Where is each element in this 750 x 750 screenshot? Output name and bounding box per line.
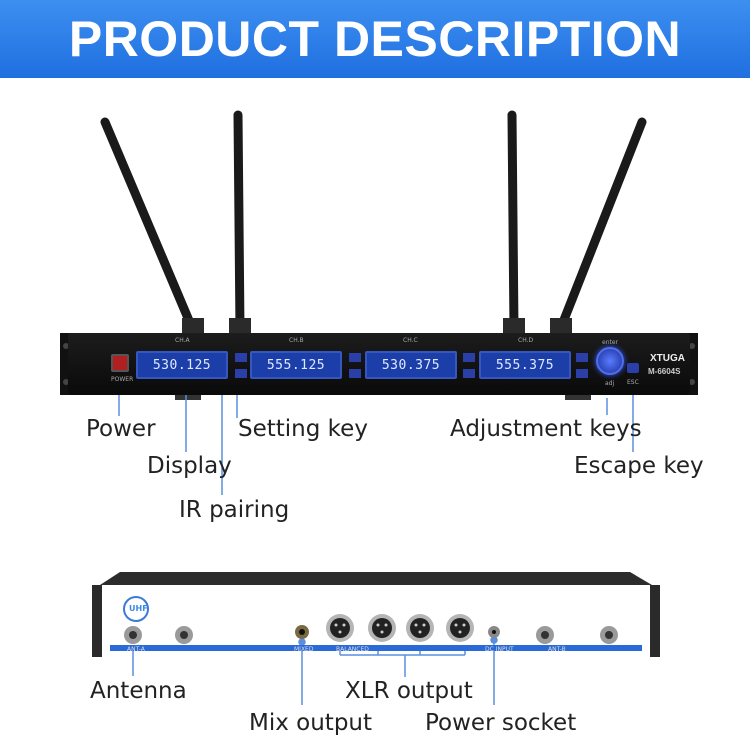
escape-key[interactable] — [627, 363, 639, 373]
receiver-rear-panel: UHF ANT-A ANT-B MIXED BALANCED DC INPUT — [100, 585, 652, 657]
uhf-logo-ring — [123, 596, 149, 622]
ir-window-a — [235, 369, 247, 378]
esc-text: ESC — [627, 379, 639, 386]
callout-mix-output: Mix output — [249, 710, 373, 736]
display-b-freq: 555.125 — [266, 357, 326, 373]
antenna-1 — [100, 117, 198, 335]
front-antennas — [100, 110, 647, 335]
callout-xlr-output: XLR output — [345, 678, 473, 704]
ant-b-text: ANT-B — [548, 646, 566, 653]
display-d-freq: 555.375 — [495, 357, 555, 373]
channel-c-name: CH.C — [403, 337, 418, 344]
callout-escape-key: Escape key — [574, 453, 704, 479]
display-channel-a: 530.125 — [136, 351, 228, 379]
xlr-connectors — [326, 614, 474, 642]
setting-key-d[interactable] — [576, 353, 588, 362]
callout-adjustment-keys: Adjustment keys — [450, 416, 642, 442]
callout-antenna: Antenna — [90, 678, 187, 704]
callout-setting-key: Setting key — [238, 416, 368, 442]
power-button[interactable] — [111, 354, 129, 372]
balanced-text: BALANCED — [336, 646, 369, 653]
display-a-freq: 530.125 — [152, 357, 212, 373]
bnc-connectors — [124, 626, 618, 644]
uhf-logo-text: UHF — [129, 604, 148, 613]
adj-text: adj — [605, 380, 615, 387]
callout-display: Display — [147, 453, 232, 479]
enter-text: enter — [602, 339, 619, 346]
header-banner: PRODUCT DESCRIPTION — [0, 0, 750, 78]
antenna-4 — [555, 117, 647, 335]
channel-d-name: CH.D — [518, 337, 534, 344]
rear-rack-ear-right — [650, 585, 660, 657]
model-number: M-6604S — [648, 367, 681, 376]
display-channel-d: 555.375 — [479, 351, 571, 379]
setting-key-b[interactable] — [349, 353, 361, 362]
display-channel-b: 555.125 — [250, 351, 342, 379]
channel-b-name: CH.B — [289, 337, 304, 344]
rear-blue-strip — [110, 645, 642, 651]
channel-a-name: CH.A — [175, 337, 190, 344]
display-c-freq: 530.375 — [381, 357, 441, 373]
setting-key-a[interactable] — [235, 353, 247, 362]
page-title: PRODUCT DESCRIPTION — [68, 11, 682, 67]
antenna-2 — [233, 110, 245, 335]
callout-power-socket: Power socket — [425, 710, 577, 736]
ir-window-c — [463, 369, 475, 378]
ir-window-b — [349, 369, 361, 378]
rear-rack-ear-left — [92, 585, 102, 657]
power-text: POWER — [111, 376, 134, 383]
adjustment-knob[interactable] — [596, 347, 624, 375]
mixed-text: MIXED — [294, 646, 314, 653]
brand-logo: XTUGA — [650, 353, 685, 364]
callout-power: Power — [86, 416, 156, 442]
setting-key-c[interactable] — [463, 353, 475, 362]
receiver-front-panel: POWER CH.A 530.125 CH.B 555.125 CH.C 530… — [68, 333, 690, 395]
antenna-3 — [507, 110, 519, 335]
ant-a-text: ANT-A — [127, 646, 145, 653]
ir-window-d — [576, 369, 588, 378]
dc-input-text: DC INPUT — [485, 646, 514, 653]
callout-ir-pairing: IR pairing — [179, 497, 290, 523]
display-channel-c: 530.375 — [365, 351, 457, 379]
